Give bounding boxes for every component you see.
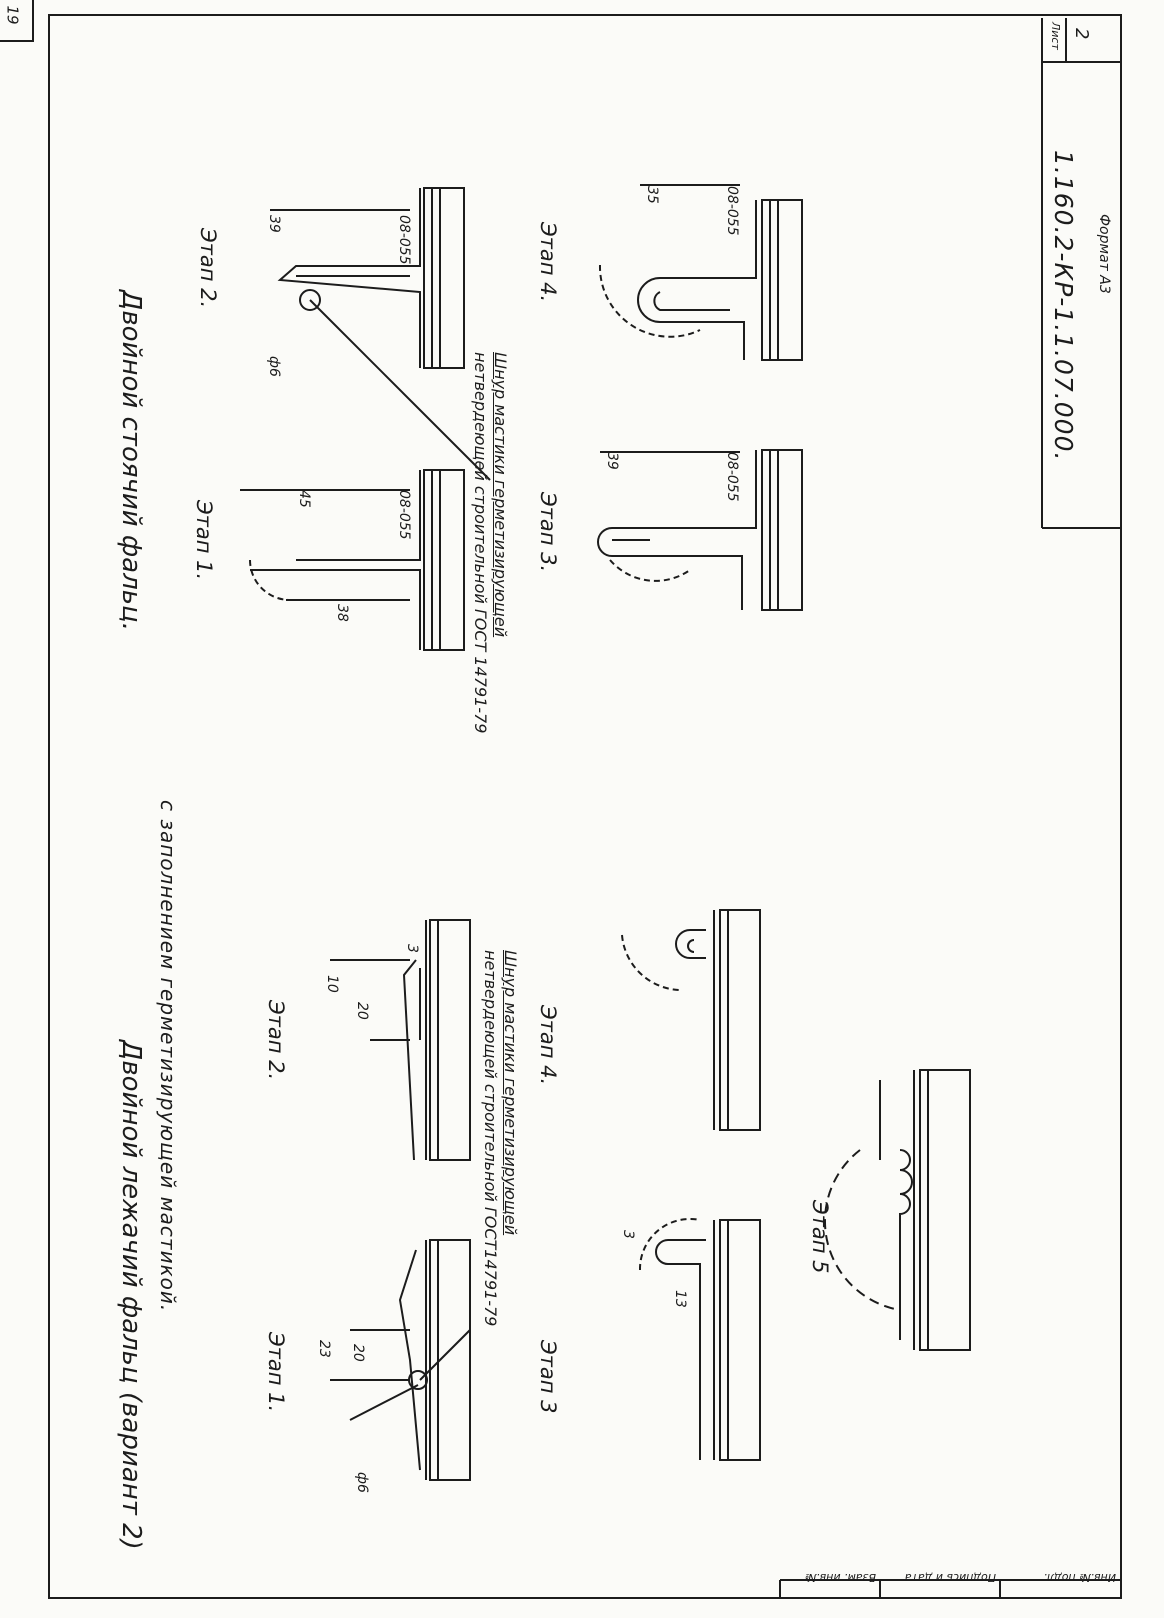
left-note-line-2: нетвердеющей строительной ГОСТ14791-79 — [481, 950, 500, 1327]
left-stage-4: Этап 4. — [536, 1005, 560, 1086]
sheet-label: Лист — [1049, 22, 1062, 50]
dim-20b: 20 — [354, 1002, 370, 1020]
dim-38: 38 — [334, 604, 350, 622]
dim-3b: 3 — [620, 1230, 636, 1239]
lying-seam-stage-2 — [330, 919, 471, 1161]
dim-35: 35 — [644, 186, 660, 204]
stamp-signature: Подпись и дата — [904, 1571, 996, 1584]
dim-39-s2: 39 — [266, 215, 282, 233]
lying-seam-stage-3 — [638, 1218, 761, 1461]
dim-10: 10 — [324, 975, 340, 993]
lying-seam-stage-5 — [824, 1069, 971, 1351]
dim-08-055-s3: 08-055 — [724, 452, 740, 502]
left-note-line-1: Шнур мастики герметизирующей — [501, 950, 520, 1236]
left-note: Шнур мастики герметизирующей нетвердеюще… — [480, 950, 520, 1326]
dim-d6-right: ф6 — [266, 356, 282, 377]
doc-code: 1.160.2-КР-1.1.07.000. — [1049, 150, 1078, 462]
dim-08-055-s1: 08-055 — [396, 490, 412, 540]
left-stage-5: Этап 5 — [808, 1200, 832, 1274]
dim-d6-left: ф6 — [354, 1472, 370, 1493]
right-note: Шнур мастики герметизирующей нетвердеюще… — [470, 352, 510, 733]
right-stage-4: Этап 4. — [536, 222, 560, 303]
right-note-line-1: Шнур мастики герметизирующей — [491, 352, 510, 638]
standing-seam-stage-1 — [240, 469, 465, 651]
left-stage-1: Этап 1. — [264, 1332, 288, 1413]
lying-seam-stage-4 — [621, 909, 761, 1131]
page-corner: 19 — [0, 0, 34, 42]
standing-seam-stage-2 — [270, 187, 465, 369]
right-note-line-2: нетвердеющей строительной ГОСТ 14791-79 — [471, 352, 490, 734]
stamp-inv: Инв.№ подл. — [1043, 1571, 1116, 1584]
left-title: Двойной лежачий фальц (вариант 2) — [116, 1040, 146, 1550]
stamp-replace: Взам. инв.№ — [804, 1571, 876, 1584]
right-title: Двойной стоячий фальц. — [116, 290, 146, 631]
lying-seam-stage-1 — [330, 1239, 471, 1481]
dim-13: 13 — [672, 1290, 688, 1308]
dim-08-055-s2: 08-055 — [396, 215, 412, 265]
format-label: Формат А3 — [1096, 214, 1112, 294]
dim-20a: 20 — [350, 1344, 366, 1362]
dim-08-055-s4: 08-055 — [724, 186, 740, 236]
standing-seam-stage-3 — [597, 449, 803, 611]
drawing-frame — [48, 14, 1122, 1599]
right-stage-2: Этап 2. — [196, 228, 220, 309]
dim-23: 23 — [316, 1340, 332, 1358]
dim-3a: 3 — [404, 944, 420, 953]
dim-39-s3: 39 — [604, 452, 620, 470]
standing-seam-stage-4 — [598, 184, 803, 361]
right-stage-3: Этап 3. — [536, 492, 560, 573]
dim-45: 45 — [296, 490, 312, 508]
left-stage-2: Этап 2. — [264, 1000, 288, 1081]
left-stage-3: Этап 3 — [536, 1340, 560, 1414]
sheet-number: 2 — [1071, 28, 1092, 40]
right-stage-1: Этап 1. — [192, 500, 216, 581]
left-subtitle: с заполнением герметизирующей мастикой. — [156, 800, 180, 1313]
